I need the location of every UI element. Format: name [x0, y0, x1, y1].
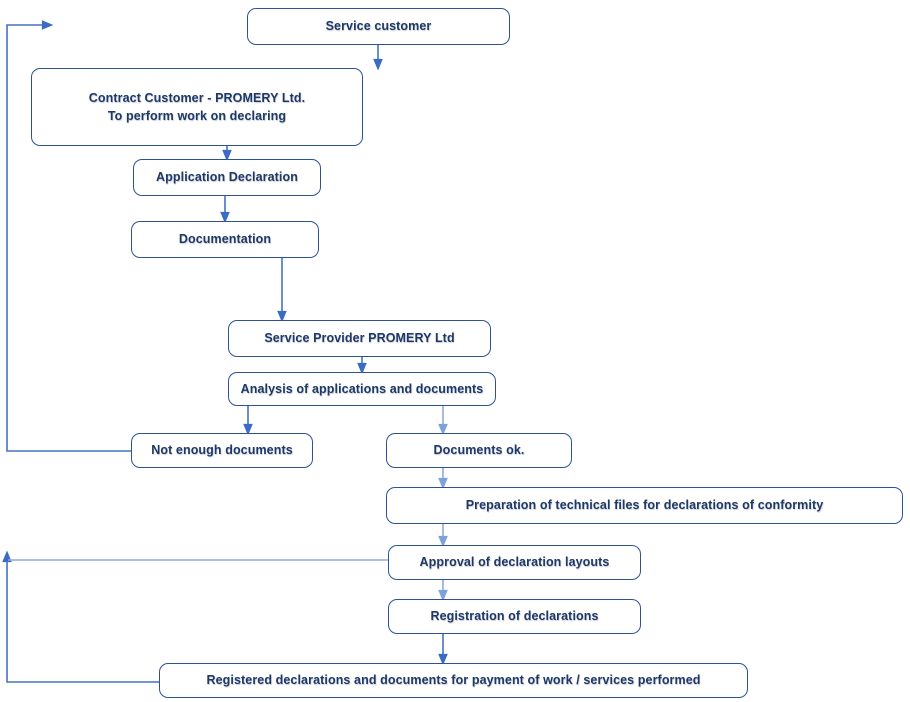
node-label: Not enough documents	[151, 443, 293, 458]
node-contract-customer[interactable]: Contract Customer - PROMERY Ltd. To perf…	[31, 68, 363, 146]
node-preparation-technical-files[interactable]: Preparation of technical files for decla…	[386, 487, 903, 524]
node-not-enough-documents[interactable]: Not enough documents	[131, 433, 313, 468]
node-label: Analysis of applications and documents	[240, 381, 484, 396]
node-label: Application Declaration	[156, 170, 298, 185]
node-documentation[interactable]: Documentation	[131, 221, 319, 258]
node-analysis[interactable]: Analysis of applications and documents	[228, 372, 496, 406]
node-approval-declaration-layouts[interactable]: Approval of declaration layouts	[388, 545, 641, 580]
node-service-provider[interactable]: Service Provider PROMERY Ltd	[228, 320, 491, 357]
node-label: Preparation of technical files for decla…	[465, 498, 824, 513]
node-label: Service customer	[325, 19, 432, 34]
node-label: Documents ok.	[433, 443, 525, 458]
node-label: Documentation	[178, 232, 272, 247]
node-label: Registered declarations and documents fo…	[206, 673, 701, 688]
node-registered-declarations[interactable]: Registered declarations and documents fo…	[159, 663, 748, 698]
node-service-customer[interactable]: Service customer	[247, 8, 510, 45]
node-registration-of-declarations[interactable]: Registration of declarations	[388, 599, 641, 634]
node-application-declaration[interactable]: Application Declaration	[133, 159, 321, 196]
node-documents-ok[interactable]: Documents ok.	[386, 433, 572, 468]
node-label: Registration of declarations	[430, 609, 599, 624]
node-label: Contract Customer - PROMERY Ltd. To perf…	[88, 90, 306, 123]
node-label: Approval of declaration layouts	[419, 555, 610, 570]
connector-registered-feedback	[2, 550, 159, 683]
node-label: Service Provider PROMERY Ltd	[264, 331, 455, 346]
